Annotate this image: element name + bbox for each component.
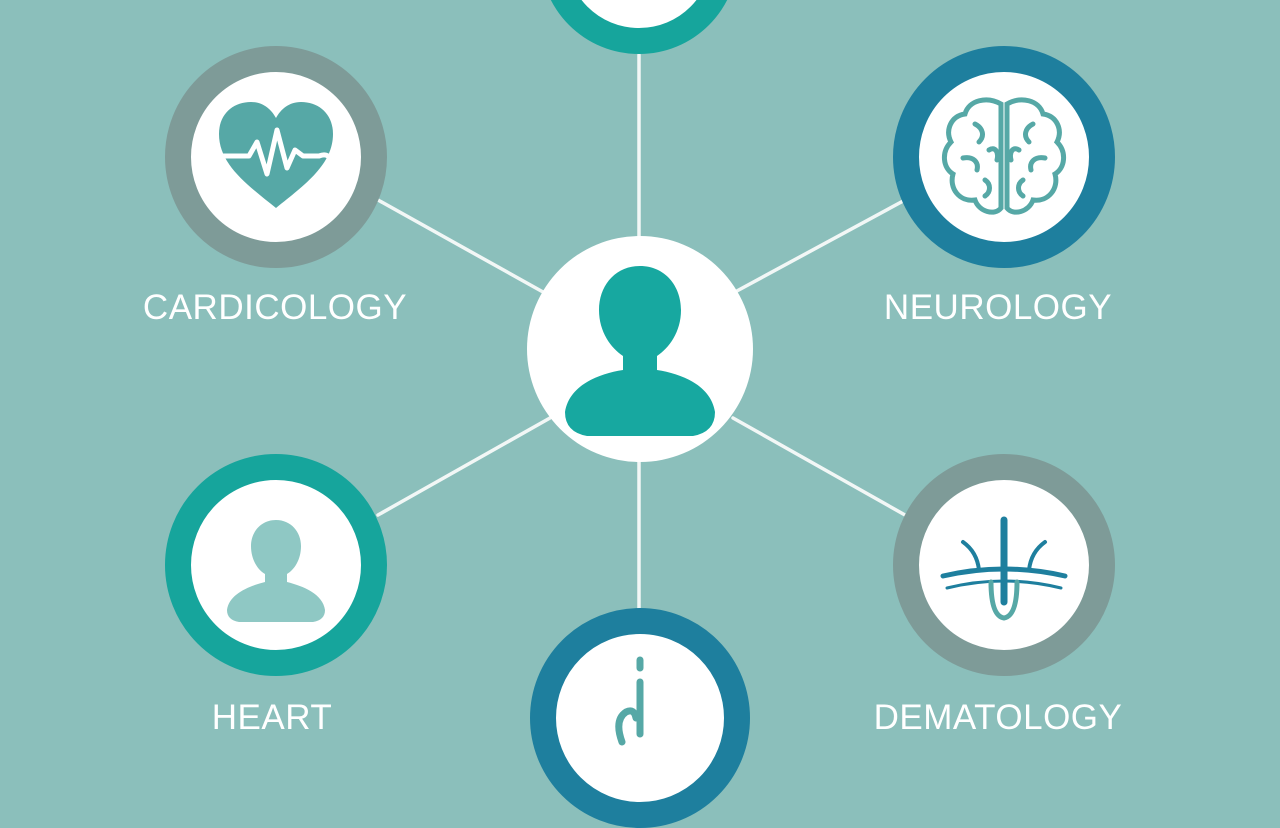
connector-cardiology	[376, 198, 545, 294]
person-icon	[227, 520, 325, 622]
brain-icon	[942, 97, 1066, 215]
node-heart[interactable]	[165, 454, 387, 676]
person-icon	[565, 266, 715, 436]
connector-neurology	[733, 198, 907, 294]
connectors	[376, 53, 907, 612]
heart-pulse-icon	[203, 102, 334, 208]
stethoscope-icon	[615, 656, 644, 746]
connector-heart	[376, 416, 552, 517]
node-label-neurology: NEUROLOGY	[883, 288, 1113, 327]
node-label-heart: HEART	[211, 698, 333, 737]
connector-dermatology	[731, 416, 907, 517]
node-dermatology[interactable]	[893, 454, 1115, 676]
heartbeat-icon	[566, 0, 712, 28]
node-neurology[interactable]	[893, 46, 1115, 268]
node-label-dermatology: DEMATOLOGY	[873, 698, 1123, 737]
node-center[interactable]	[527, 236, 753, 462]
medical-network-diagram: CARDICOLOGY NEUROLOGY HEART	[142, 0, 1122, 828]
hair-follicle-icon	[940, 516, 1068, 621]
node-bottom[interactable]	[530, 608, 750, 828]
node-cardiology[interactable]	[165, 46, 387, 268]
node-label-cardiology: CARDICOLOGY	[142, 288, 408, 327]
